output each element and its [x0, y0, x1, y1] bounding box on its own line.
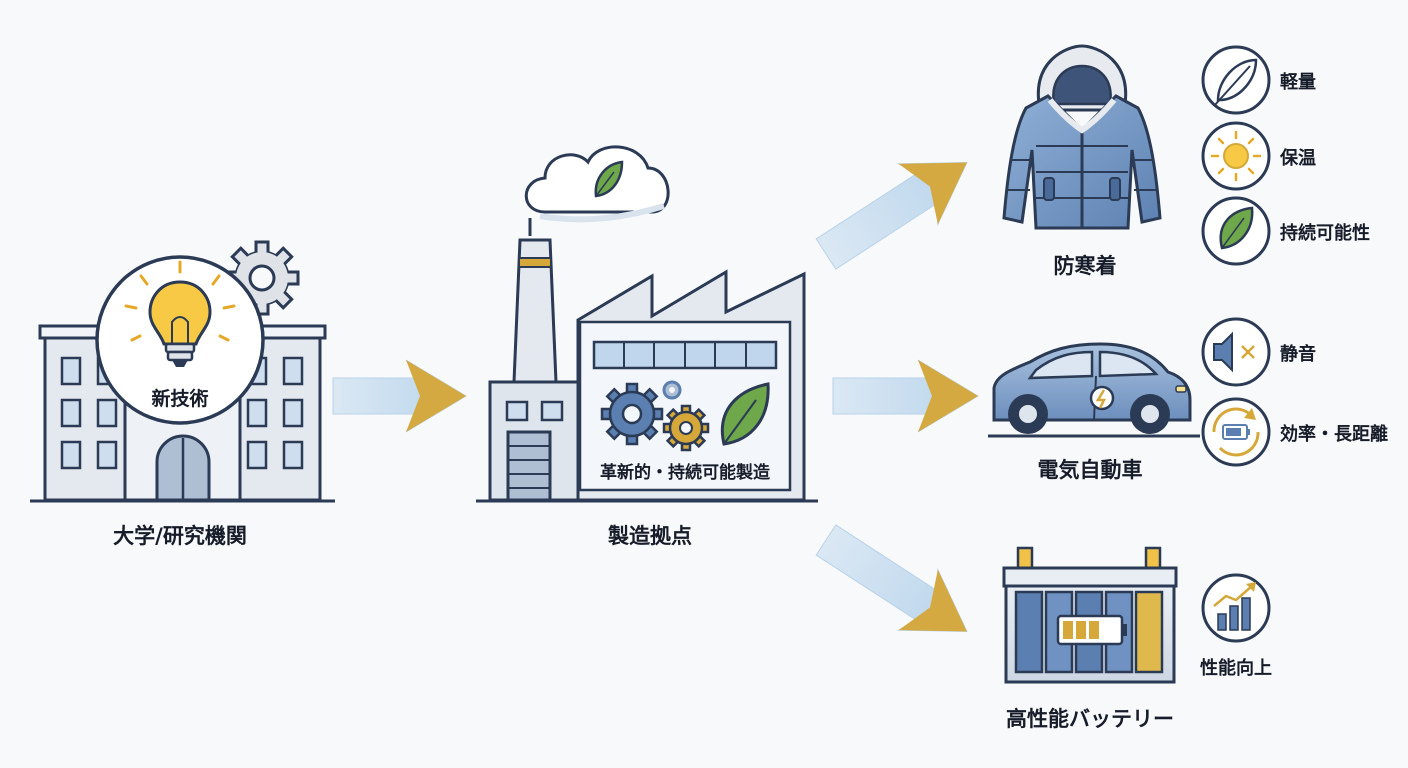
product-label-battery: 高性能バッテリー	[1006, 707, 1174, 731]
innovation-badge-label: 新技術	[151, 388, 209, 410]
gear-icon	[600, 382, 664, 446]
product-label-ev: 電気自動車	[1037, 458, 1143, 482]
feather-icon	[1213, 58, 1258, 107]
cloud-icon	[524, 145, 670, 236]
battery-icon	[1002, 546, 1178, 684]
feature-feather	[1201, 45, 1271, 115]
factory-slogan: 革新的・持続可能製造	[600, 463, 770, 483]
feature-label-performance: 性能向上	[1200, 658, 1272, 679]
flow-arrow-car	[832, 359, 979, 433]
product-label-jacket: 防寒着	[1053, 254, 1117, 278]
factory-label: 製造拠点	[608, 524, 692, 548]
feature-label-lightweight: 軽量	[1280, 72, 1316, 93]
flow-arrow-battery	[815, 524, 968, 633]
feature-sustainability	[1201, 196, 1271, 266]
feature-label-sustainability: 持続可能性	[1280, 223, 1370, 244]
leaf-icon	[720, 382, 770, 446]
feature-label-warmth: 保温	[1280, 148, 1316, 169]
lightbulb-badge	[95, 255, 265, 425]
university-label: 大学/研究機関	[113, 524, 247, 548]
winter-jacket-icon	[1002, 44, 1162, 230]
battery-cycle-icon	[1212, 407, 1260, 457]
growth-chart-icon	[1213, 582, 1256, 631]
speaker-mute-icon	[1213, 331, 1255, 373]
flow-arrow-jacket	[815, 161, 968, 270]
leaf-icon	[1219, 206, 1254, 250]
factory-building	[476, 145, 818, 503]
sun-icon	[1210, 130, 1262, 182]
gear-icon	[662, 404, 710, 452]
feature-performance	[1201, 573, 1271, 643]
electric-car-icon	[988, 342, 1200, 438]
flow-arrow-1	[332, 359, 467, 433]
feature-label-quiet: 静音	[1280, 344, 1316, 365]
lightbulb-icon	[148, 280, 212, 367]
feature-warmth	[1201, 121, 1271, 191]
feature-efficiency	[1201, 397, 1271, 467]
feature-quiet	[1201, 317, 1271, 387]
feature-label-efficiency: 効率・長距離	[1280, 424, 1388, 445]
gear-icon	[662, 380, 682, 400]
